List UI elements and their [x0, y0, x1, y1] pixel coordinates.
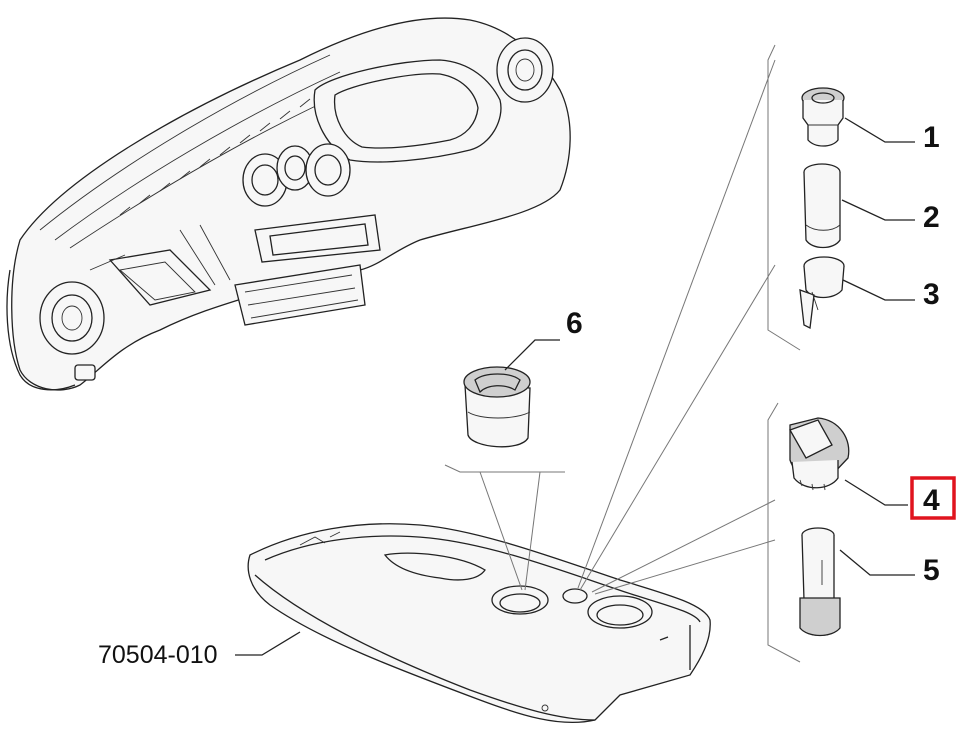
callout-6[interactable]: 6 [566, 307, 583, 340]
callout-4-highlighted[interactable]: 4 [910, 476, 956, 520]
part-4-power-socket [789, 417, 850, 491]
leader-lines [235, 117, 915, 656]
center-console-illustration [247, 523, 711, 724]
callout-3[interactable]: 3 [923, 278, 940, 311]
callout-label: 4 [923, 484, 940, 517]
callout-5[interactable]: 5 [923, 554, 940, 587]
callout-label: 3 [923, 278, 940, 311]
dashboard-illustration [6, 17, 571, 391]
assembly-code-label[interactable]: 70504-010 [98, 641, 218, 669]
part-1-lighter-plug [801, 87, 845, 147]
highlight-box [910, 476, 956, 520]
callout-1[interactable]: 1 [923, 121, 940, 154]
part-5-socket-body [799, 527, 841, 637]
assembly-code-text: 70504-010 [98, 641, 218, 669]
callout-label: 1 [923, 121, 940, 154]
part-6-ashtray-cup [463, 366, 531, 448]
callout-2[interactable]: 2 [923, 201, 940, 234]
part-2-lighter-sleeve [803, 163, 841, 249]
callout-label: 5 [923, 554, 940, 587]
part-3-socket-lamp [799, 256, 845, 329]
guide-lines [444, 44, 801, 663]
callout-label: 6 [566, 307, 583, 340]
callout-label: 2 [923, 201, 940, 234]
